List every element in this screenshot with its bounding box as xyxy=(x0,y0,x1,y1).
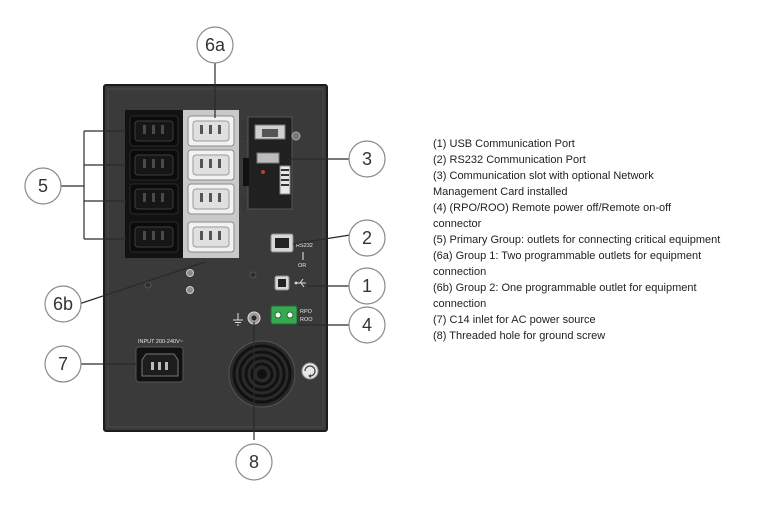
svg-text:8: 8 xyxy=(249,452,259,472)
input-rating-label: INPUT 200-240V~ xyxy=(138,339,183,345)
primary-outlet xyxy=(129,115,179,147)
group1-outlet xyxy=(187,115,235,147)
leader-6b xyxy=(78,261,206,305)
legend-line-c14-inlet: (7) C14 inlet for AC power source xyxy=(433,314,596,326)
c14-inlet xyxy=(135,346,184,383)
leader-2 xyxy=(292,234,351,245)
bracket-5 xyxy=(60,130,126,240)
callout-1: 1 xyxy=(348,267,386,305)
primary-outlet xyxy=(129,149,179,181)
callout-3: 3 xyxy=(348,140,386,178)
group1-panel-label: GROUP 1 xyxy=(240,120,246,145)
primary-outlets xyxy=(129,115,179,253)
group-outlets xyxy=(187,115,235,253)
legend-line-rpo-roo-cont: connector xyxy=(433,218,482,230)
callout-8: 8 xyxy=(235,443,273,481)
group1-outlet xyxy=(187,149,235,181)
slot-bracket xyxy=(243,158,249,186)
legend-line-group2-cont: connection xyxy=(433,298,487,310)
svg-text:3: 3 xyxy=(362,149,372,169)
callout-5: 5 xyxy=(24,167,62,205)
legend-line-group2: (6b) Group 2: One programmable outlet fo… xyxy=(433,282,697,294)
callout-7: 7 xyxy=(44,345,82,383)
legend-line-group1-cont: connection xyxy=(433,266,487,278)
callout-2: 2 xyxy=(348,219,386,257)
usb-port xyxy=(274,275,290,291)
primary-outlet xyxy=(129,221,179,253)
svg-text:6a: 6a xyxy=(205,35,226,55)
svg-text:2: 2 xyxy=(362,228,372,248)
svg-text:7: 7 xyxy=(58,354,68,374)
svg-text:5: 5 xyxy=(38,176,48,196)
chassis-screw xyxy=(186,286,194,294)
network-card-slot xyxy=(247,116,301,210)
legend-line-ground-screw: (8) Threaded hole for ground screw xyxy=(433,330,606,342)
chassis-screw xyxy=(186,269,194,277)
roo-label: ROO xyxy=(300,317,313,323)
chassis-screw xyxy=(249,271,257,279)
rpo-label: RPO xyxy=(300,309,313,315)
rpo-roo-terminal xyxy=(270,305,298,325)
cooling-fan-grille xyxy=(228,340,296,408)
rs232-port xyxy=(270,233,294,253)
legend: (1) USB Communication Port (2) RS232 Com… xyxy=(433,136,758,344)
svg-text:6b: 6b xyxy=(53,294,73,314)
ground-symbol-icon xyxy=(233,313,243,326)
legend-line-comm-slot-cont: Management Card installed xyxy=(433,186,568,198)
legend-line-primary-group: (5) Primary Group: outlets for connectin… xyxy=(433,234,721,246)
callout-6a: 6a xyxy=(196,26,234,64)
legend-line-comm-slot: (3) Communication slot with optional Net… xyxy=(433,170,654,182)
ground-screw-hole xyxy=(247,311,261,325)
group2-panel-label: GROUP 2 xyxy=(240,195,246,220)
legend-line-group1: (6a) Group 1: Two programmable outlets f… xyxy=(433,250,702,262)
legend-line-usb: (1) USB Communication Port xyxy=(433,138,575,150)
group2-outlet xyxy=(187,183,235,215)
recycle-icon xyxy=(301,362,319,380)
group2-outlet xyxy=(187,221,235,253)
callout-6b: 6b xyxy=(44,285,82,323)
usb-icon xyxy=(294,278,306,288)
or-label: OR xyxy=(298,263,306,269)
primary-outlet xyxy=(129,183,179,215)
legend-line-rpo-roo: (4) (RPO/ROO) Remote power off/Remote on… xyxy=(433,202,672,214)
legend-line-rs232: (2) RS232 Communication Port xyxy=(433,154,586,166)
rs232-label: RS232 xyxy=(296,243,313,249)
callout-4: 4 xyxy=(348,306,386,344)
svg-text:4: 4 xyxy=(362,315,372,335)
chassis-screw xyxy=(144,281,152,289)
svg-text:1: 1 xyxy=(362,276,372,296)
